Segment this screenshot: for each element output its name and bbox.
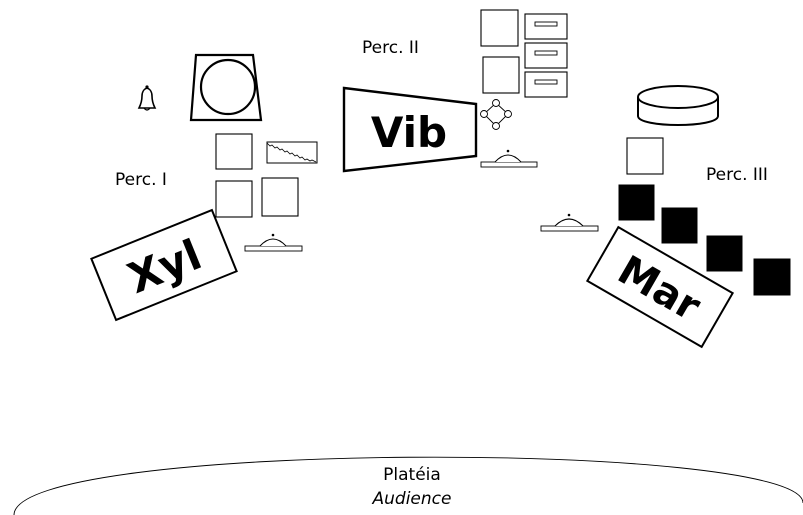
xylophone-instrument: Xyl — [90, 208, 238, 322]
audience-arc — [13, 456, 803, 515]
pedal-icon — [480, 149, 538, 168]
audience-area: Platéia Audience — [13, 456, 803, 515]
vibraphone-instrument: Vib — [342, 86, 478, 173]
perc-3-label: Perc. III — [706, 165, 768, 185]
guiro-icon — [266, 141, 318, 164]
audience-sublabel: Audience — [372, 489, 452, 509]
perc-2-box-a — [480, 9, 519, 47]
perc-1-box-a — [215, 133, 253, 170]
perc-3-group: Perc. III Mar — [540, 85, 791, 349]
perc-3-solid-box-1 — [618, 184, 655, 221]
vibraphone-label: Vib — [371, 108, 447, 157]
perc-1-label: Perc. I — [115, 170, 167, 190]
audience-label: Platéia — [383, 465, 441, 485]
perc-3-solid-box-2 — [661, 207, 698, 244]
perc-3-solid-box-4 — [753, 258, 791, 296]
gong-icon — [189, 53, 263, 122]
perc-2-box-b — [482, 56, 520, 94]
perc-1-group: Xyl Perc. I — [90, 53, 318, 322]
perc-3-solid-box-3 — [706, 235, 743, 272]
pedal-icon — [244, 233, 303, 252]
perc-2-group: Perc. II Vib — [342, 9, 568, 173]
pedal-icon — [540, 213, 599, 232]
bell-icon — [137, 85, 157, 111]
bass-drum-icon — [637, 85, 719, 126]
perc-1-box-c — [261, 177, 299, 217]
perc-2-label: Perc. II — [362, 38, 419, 58]
drawer-cabinet-icon — [524, 13, 568, 98]
perc-1-box-b — [215, 180, 253, 218]
crotales-icon — [480, 99, 512, 130]
perc-3-box-a — [626, 137, 664, 175]
